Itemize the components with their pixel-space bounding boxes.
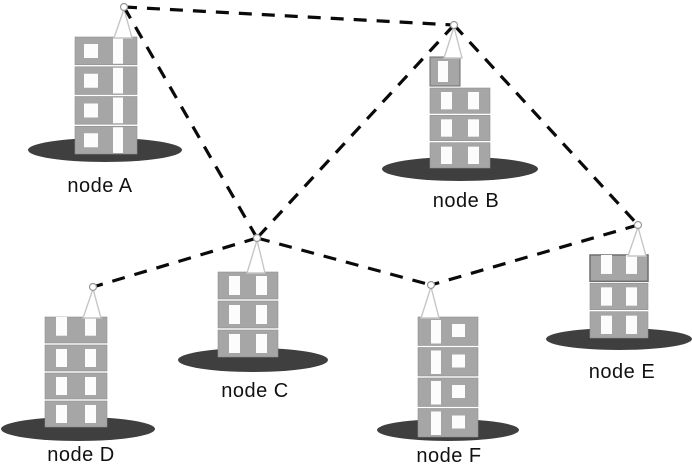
node-e-window: [626, 255, 637, 274]
node-c-floor: [217, 329, 279, 358]
node-e-window: [601, 315, 612, 334]
link-b-c: [255, 23, 456, 240]
node-e-window: [601, 255, 612, 274]
link-c-d: [92, 236, 258, 289]
node-a-window: [113, 38, 123, 64]
node-b-label: node B: [432, 190, 500, 212]
node-f-antenna-tip: [426, 280, 436, 290]
node-e-antenna-tip: [633, 220, 643, 230]
node-d-window: [56, 349, 67, 367]
node-e-floor: [589, 311, 649, 339]
node-b-floor: [429, 115, 491, 141]
node-b-antenna-tip: [449, 20, 459, 30]
node-b-window: [441, 119, 452, 137]
node-e-floor: [589, 254, 649, 283]
node-e-group: [546, 224, 692, 350]
node-e-window: [601, 287, 612, 306]
node-a-antenna-tip: [119, 2, 129, 12]
link-c-f: [256, 236, 432, 287]
link-a-b: [123, 5, 455, 27]
node-c-floor: [217, 300, 279, 329]
node-f-window: [452, 354, 465, 368]
node-d-group: [1, 286, 155, 441]
node-d-label: node D: [47, 444, 115, 466]
node-e-label: node E: [588, 361, 656, 383]
node-f-floor: [417, 316, 479, 346]
node-f-label: node F: [416, 445, 482, 467]
node-c-antenna-icon: [246, 237, 266, 274]
node-f-window: [431, 381, 441, 405]
node-f-window: [431, 411, 441, 435]
link-e-f: [430, 223, 639, 287]
node-f-floor: [417, 347, 479, 377]
node-e-window: [626, 287, 637, 306]
node-a-window: [113, 127, 123, 153]
node-e-window: [626, 315, 637, 334]
node-d-window: [56, 317, 67, 336]
node-b-group: [382, 24, 538, 181]
node-d-window: [56, 377, 67, 395]
node-a-window: [84, 133, 98, 148]
node-e-floor: [589, 283, 649, 310]
node-d-antenna-tip: [88, 282, 98, 292]
node-a-antenna-icon: [113, 6, 133, 39]
node-d-window: [85, 405, 96, 423]
node-f-window: [452, 324, 465, 337]
node-d-window: [56, 405, 67, 423]
node-a-window: [113, 67, 123, 94]
node-a-window: [84, 103, 98, 118]
node-b-window: [468, 92, 479, 110]
node-d-window: [85, 377, 96, 395]
node-c-window: [229, 334, 240, 353]
node-b-window: [441, 92, 452, 110]
node-c-window: [256, 276, 267, 295]
node-d-antenna-icon: [82, 286, 102, 319]
node-f-floor: [417, 377, 479, 407]
node-f-floor: [417, 408, 479, 438]
node-d-floor: [44, 316, 108, 344]
node-b-floor: [429, 87, 491, 114]
node-b-window: [468, 146, 479, 164]
node-f-window: [452, 415, 465, 429]
node-f-window: [431, 350, 441, 374]
node-a-window: [84, 73, 98, 88]
node-b-window: [468, 119, 479, 137]
node-c-floor: [217, 271, 279, 300]
node-c-antenna-tip: [252, 233, 262, 243]
node-e-ground-shadow: [546, 328, 692, 350]
node-c-window: [256, 305, 267, 324]
node-d-window: [85, 349, 96, 367]
node-b-floor: [429, 142, 491, 169]
node-f-window: [431, 320, 441, 344]
node-d-floor: [44, 400, 108, 428]
node-d-window: [85, 317, 96, 336]
node-a-group: [28, 6, 182, 162]
node-a-window: [113, 97, 123, 124]
node-d-ground-shadow: [1, 417, 155, 441]
link-a-c: [122, 6, 259, 239]
node-c-window: [229, 276, 240, 295]
node-a-label: node A: [67, 175, 133, 197]
node-a-floor: [74, 96, 138, 125]
node-b-window: [441, 146, 452, 164]
node-f-group: [377, 284, 519, 441]
node-c-window: [229, 305, 240, 324]
node-b-ground-shadow: [382, 157, 538, 181]
node-c-ground-shadow: [178, 348, 328, 372]
node-f-window: [452, 385, 465, 398]
node-b-window: [438, 61, 448, 82]
node-f-antenna-icon: [420, 284, 440, 319]
node-c-window: [256, 334, 267, 353]
node-b-antenna-icon: [443, 24, 463, 59]
node-c-label: node C: [221, 380, 289, 402]
node-c-group: [178, 237, 328, 372]
node-a-window: [84, 44, 98, 58]
node-d-floor: [44, 344, 108, 372]
node-d-floor: [44, 372, 108, 400]
node-e-antenna-icon: [627, 224, 647, 257]
